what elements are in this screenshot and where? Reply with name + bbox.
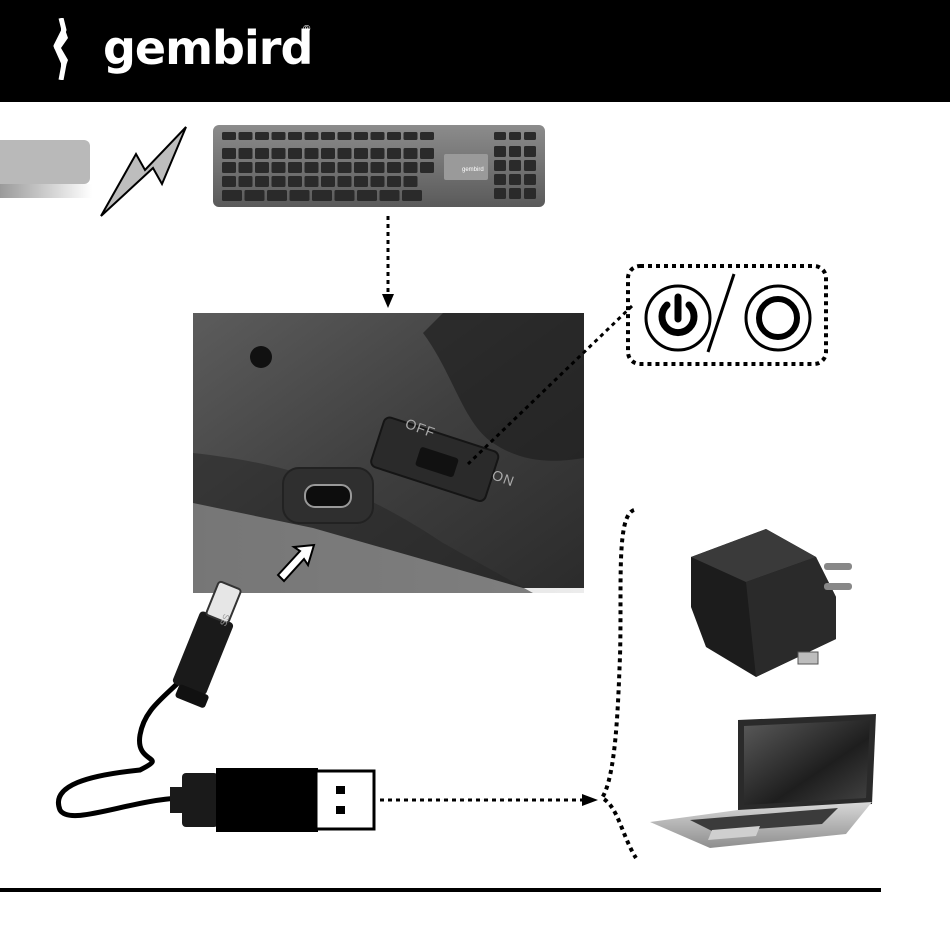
keyboard-brand-label: gembird: [462, 167, 484, 173]
power-off-icon: [743, 283, 813, 353]
slash-separator: [700, 270, 740, 356]
section-tab-shadow: [0, 184, 92, 198]
wall-charger-image: [686, 527, 856, 677]
section-tab: [0, 140, 90, 184]
bottom-divider: [0, 888, 881, 892]
laptop-image: [650, 712, 880, 852]
header-bar: gembird ®: [0, 0, 950, 102]
usb-cable-image: [50, 565, 380, 840]
dotted-brace: [598, 506, 644, 862]
dotted-callout-line: [460, 300, 640, 470]
gembird-logo-icon: [44, 18, 78, 80]
brand-registered-mark: ®: [303, 24, 310, 35]
brand-name: gembird: [103, 18, 312, 78]
dotted-arrow-down: [380, 214, 396, 310]
lightning-bolt-icon: [98, 124, 190, 218]
keyboard-image: [212, 124, 546, 208]
dotted-arrow-right: [378, 790, 600, 810]
